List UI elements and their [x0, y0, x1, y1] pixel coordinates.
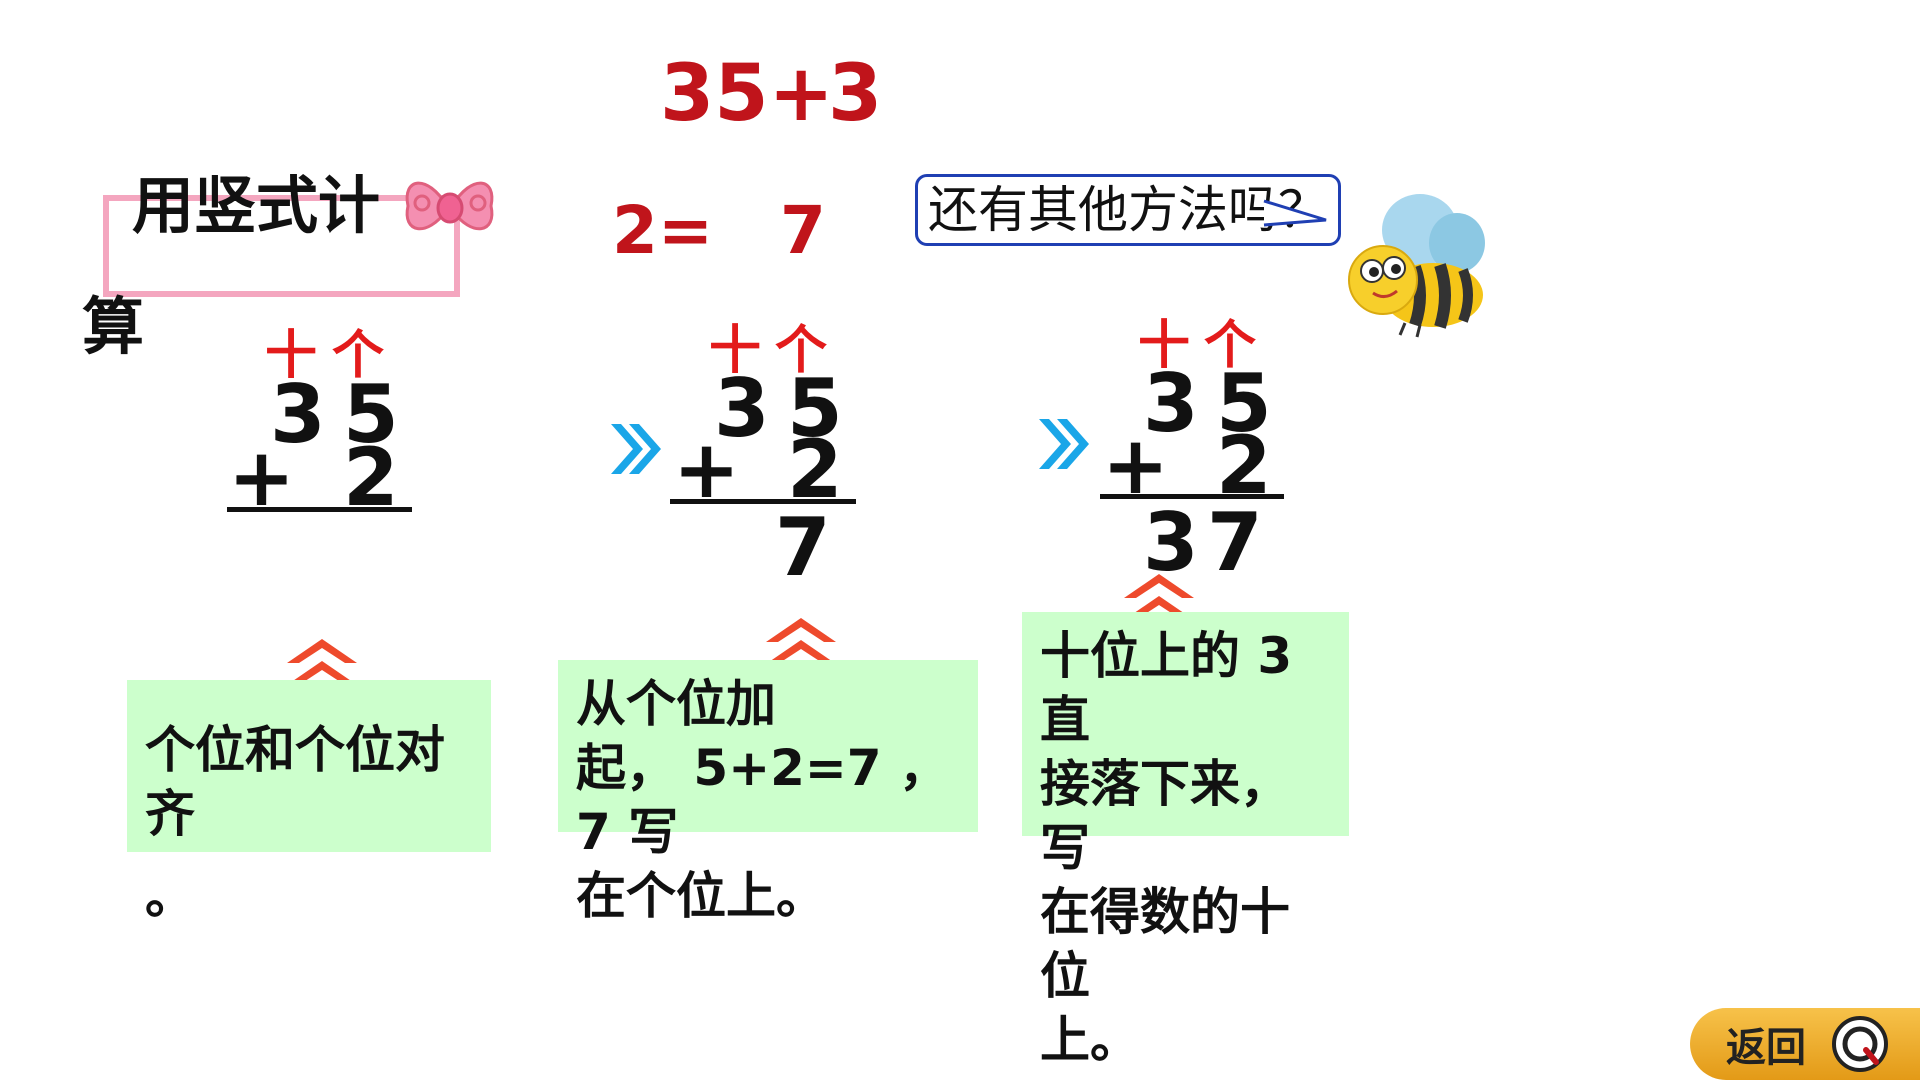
step3-tens-label: 十	[1138, 316, 1191, 376]
step2-ones-label: 个	[775, 321, 828, 381]
step3-result-ones: 7	[1207, 496, 1263, 589]
step1-addend: 2	[343, 431, 399, 524]
chevron-up-icon	[287, 639, 357, 685]
step1-top-ones: 5	[343, 368, 399, 461]
step3-top-tens: 3	[1143, 357, 1199, 450]
step2-addend: 2	[787, 423, 843, 516]
chevron-right-icon	[1039, 419, 1089, 469]
return-button[interactable]: 返回	[1690, 1008, 1920, 1080]
step2-sum-line	[670, 499, 856, 504]
speech-bubble: 还有其他方法吗？	[915, 174, 1341, 246]
heading-line2: 算	[82, 290, 145, 363]
step2-note-line2: 起， 5+2=7 ， 7 写	[576, 739, 949, 861]
step2-top-ones: 5	[787, 362, 843, 455]
step3-addend: 2	[1216, 419, 1272, 512]
equation-part-35plus: 35+	[660, 49, 834, 139]
step2-top-tens: 3	[714, 362, 770, 455]
step2-plus: +	[673, 423, 741, 516]
chevron-right-icon	[611, 424, 661, 474]
step2-note-line3: 在个位上。	[576, 867, 826, 925]
heading-frame	[103, 195, 460, 297]
equation-part-2eq: 2=	[612, 192, 714, 269]
step1-note: 个位和个位对齐 。	[127, 680, 491, 925]
equation-part-3: 3	[828, 49, 883, 139]
bow-icon	[405, 181, 494, 231]
step1-ones-label: 个	[332, 326, 385, 386]
step3-top-ones: 5	[1216, 357, 1272, 450]
step3-sum-line	[1100, 494, 1284, 499]
step2-result-ones: 7	[775, 501, 831, 594]
step1-note-text: 个位和个位对齐	[145, 721, 445, 843]
speech-bubble-tail	[1263, 199, 1327, 227]
step3-note-line1: 十位上的 3 直	[1040, 627, 1293, 749]
return-button-label: 返回	[1726, 1025, 1806, 1071]
step1-sum-line	[227, 507, 412, 512]
step1-plus: +	[228, 431, 296, 524]
step1-note-tail: 。	[145, 867, 195, 925]
step1-tens-label: 十	[265, 326, 318, 386]
equation-part-7: 7	[780, 192, 826, 269]
step3-note-line2: 接落下来，写	[1040, 755, 1290, 877]
step3-note: 十位上的 3 直 接落下来，写 在得数的十位 上。	[1022, 612, 1349, 1069]
back-icon	[1832, 1016, 1888, 1072]
heading-line1: 用竖式计	[132, 169, 381, 242]
bee-icon	[1348, 194, 1485, 338]
step2-note-line1: 从个位加	[576, 675, 776, 733]
step1-top-tens: 3	[270, 368, 326, 461]
step3-note-line4: 上。	[1040, 1011, 1140, 1069]
step3-plus: +	[1102, 419, 1170, 512]
step2-note: 从个位加 起， 5+2=7 ， 7 写 在个位上。	[558, 660, 978, 925]
step3-note-line3: 在得数的十位	[1040, 883, 1290, 1005]
step3-ones-label: 个	[1204, 316, 1257, 376]
chevron-up-icon	[766, 618, 836, 664]
step2-tens-label: 十	[709, 321, 762, 381]
step3-result-tens: 3	[1143, 496, 1199, 589]
